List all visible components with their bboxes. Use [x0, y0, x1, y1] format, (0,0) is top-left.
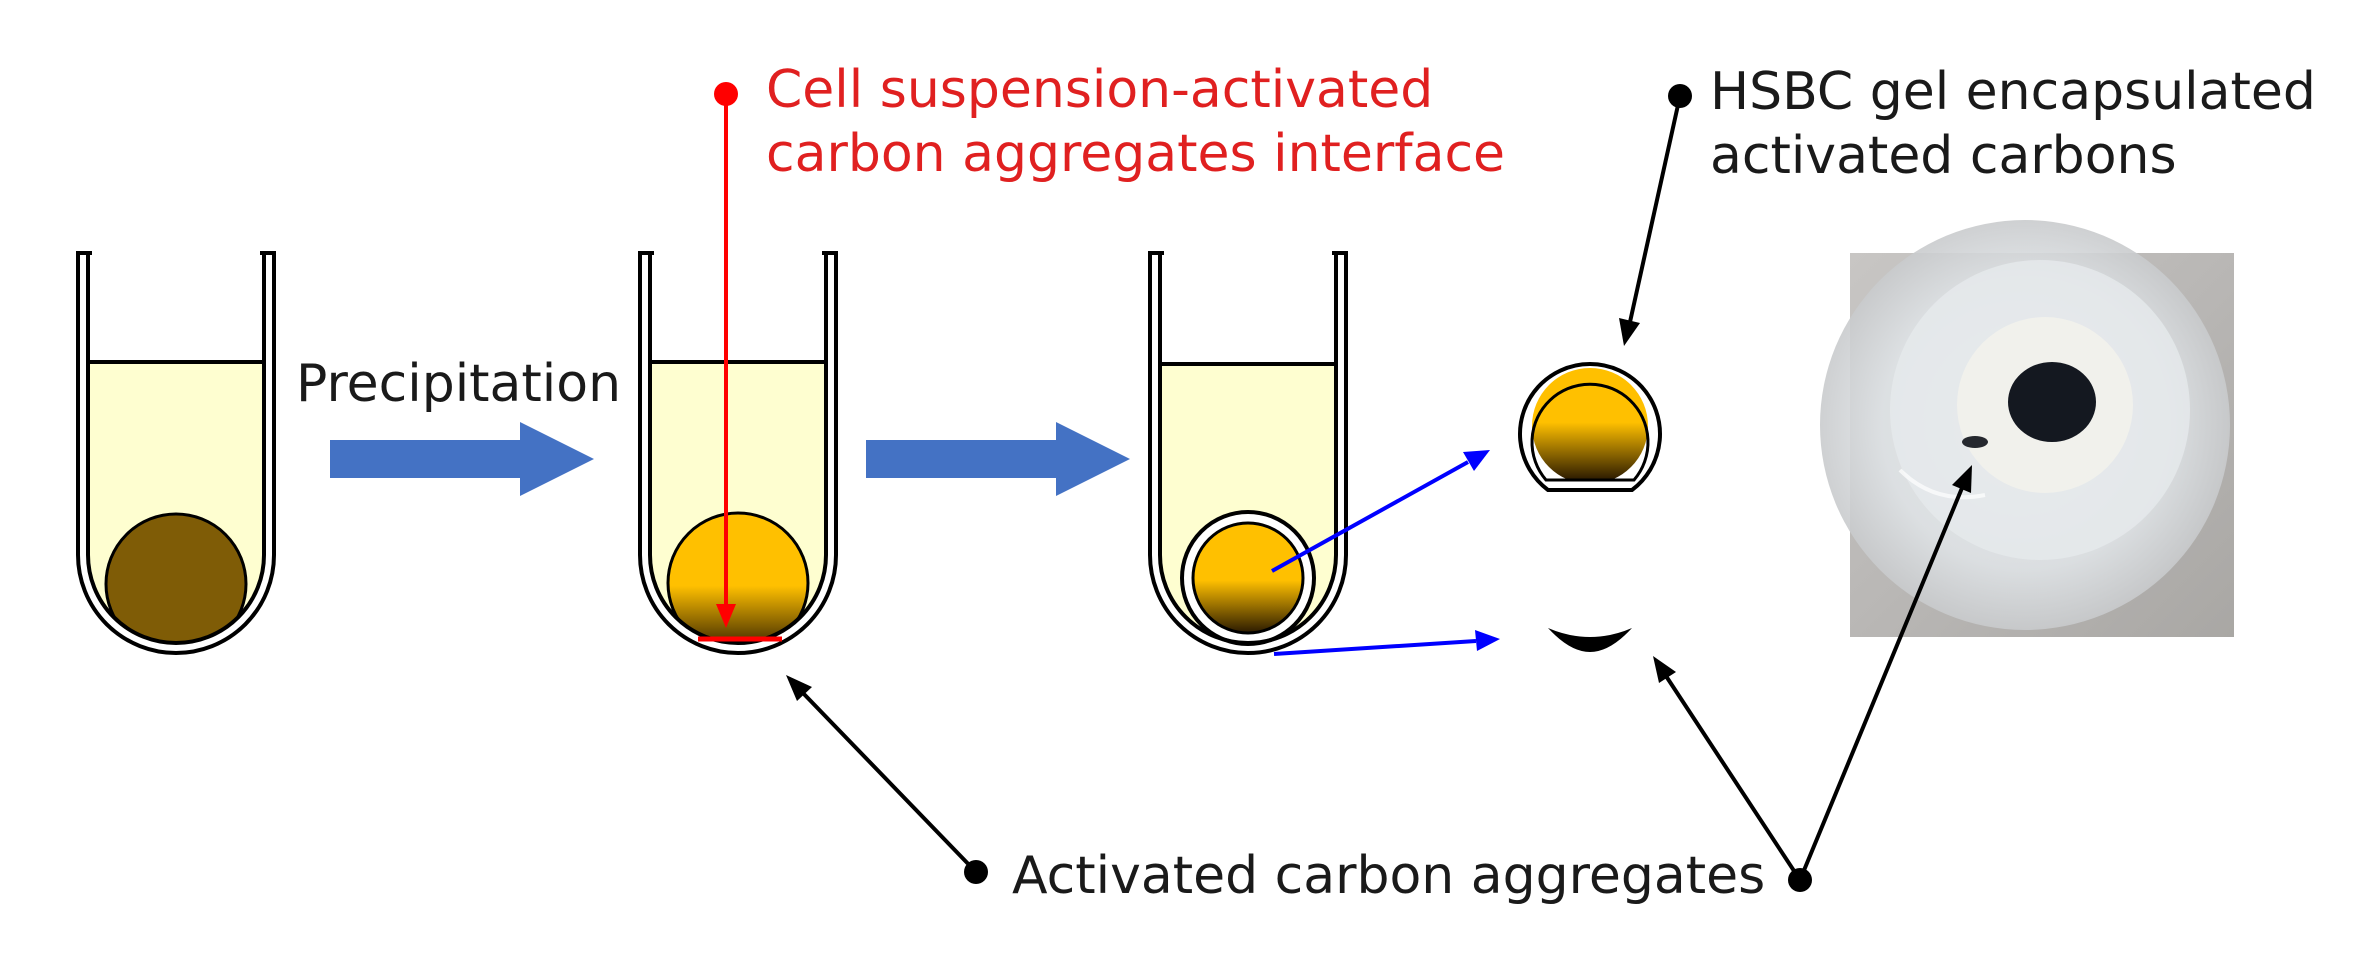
extracted-carbon-fragment	[1548, 628, 1632, 652]
aggregates-label: Activated carbon aggregates	[1012, 846, 1766, 906]
tube-2-outer-wall	[638, 253, 838, 655]
tube-1	[76, 251, 276, 655]
interface-pointer	[714, 82, 738, 628]
blue-pointer-capsule	[1271, 450, 1490, 573]
tube-2-inner-wall	[648, 253, 828, 645]
encapsulated-capsule	[1518, 362, 1662, 492]
hsbc-gel-photo	[1820, 220, 2234, 637]
interface-label-line-2: carbon aggregates interface	[766, 124, 1506, 184]
hsbc-pointer	[1619, 84, 1692, 346]
tube-2	[638, 251, 838, 655]
tube-3-outer-wall	[1148, 253, 1348, 655]
aggregates-pointers	[786, 465, 1972, 892]
tube-3	[1148, 251, 1348, 655]
photo-carbon-spot	[2008, 362, 2096, 442]
photo-small-spot	[1962, 436, 1988, 448]
tube-1-inner-wall	[86, 253, 266, 645]
tube-2-cell-aggregate	[666, 511, 810, 643]
interface-label-line-1: Cell suspension-activated	[766, 60, 1434, 120]
tube-3-inner-wall	[1158, 253, 1338, 645]
hsbc-label-line-1: HSBC gel encapsulated	[1710, 62, 2316, 122]
blue-pointer-fragment	[1273, 630, 1500, 656]
hsbc-label-line-2: activated carbons	[1710, 126, 2177, 186]
precipitation-label: Precipitation	[296, 354, 622, 414]
process-arrow-1	[330, 422, 594, 496]
tube-1-pellet	[104, 512, 248, 643]
process-arrow-2	[866, 422, 1130, 496]
tube-3-cell-aggregate	[1191, 521, 1305, 635]
tube-1-outer-wall	[76, 253, 276, 655]
